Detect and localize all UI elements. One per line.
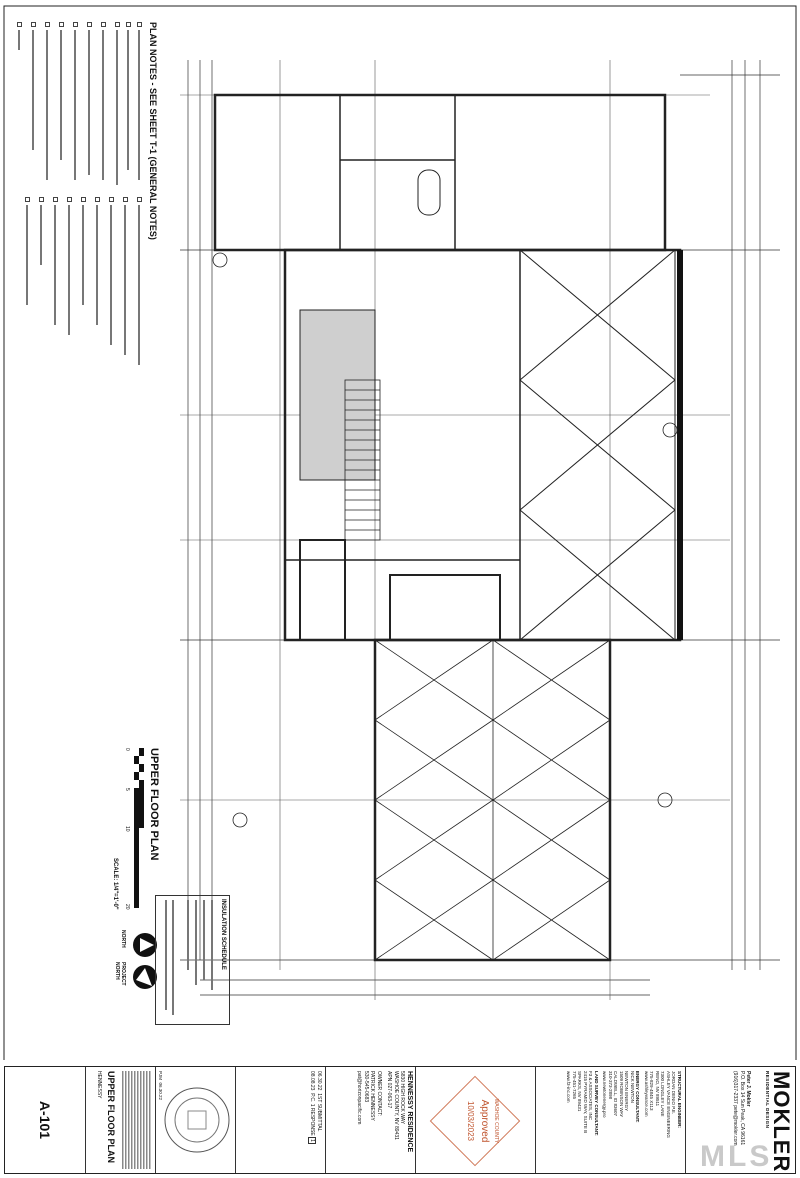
consultant-line: 775-829-4845 X113 [649, 1071, 655, 1111]
stairs [344, 379, 381, 541]
title-block: MOKLER RESIDENTIAL DESIGN Peter J. Mokle… [4, 1066, 796, 1174]
project-section: HENNESSY RESIDENCE 5830 HIGH ROCK WAY WA… [325, 1067, 415, 1173]
scale-tick-0: 0 [124, 748, 130, 751]
graphic-scale-bar [134, 748, 144, 908]
scale-tick-20: 20 [124, 904, 130, 910]
drawing-title-block: UPPER FLOOR PLAN 0 5 10 20 SCALE: 1/4"=1… [80, 748, 160, 989]
revisions-table: 06.30.22 1ST SUBMITTAL 08.08.23 P.C. 1 R… [235, 1067, 325, 1173]
bedroom-wing [213, 93, 667, 252]
owner-name: PATRICK HENNESSY [369, 1071, 376, 1121]
north-label: NORTH [120, 930, 126, 948]
project-north-arrow-icon [133, 965, 157, 989]
stamp-agency: WASHOE COUNTY [493, 1098, 499, 1144]
consultant-role: ENERGY CONSULTANT: [635, 1071, 641, 1123]
dimension-lines [180, 60, 780, 996]
insulation-schedule-title: INSULATION SCHEDULE [220, 899, 226, 970]
owner-email: pat@horizonpacific.com [356, 1071, 363, 1125]
approval-stamp: WASHOE COUNTY Approved 10/03/2023 [415, 1067, 535, 1173]
mls-watermark: MLS [700, 1140, 773, 1173]
sheet-date: 06.30.22 [158, 1082, 163, 1101]
project-north-label: PROJECT NORTH [114, 962, 126, 986]
consultant-line: F3 & ASSOCIATES, INC [588, 1071, 594, 1121]
revision-row: 06.30.22 1ST SUBMITTAL [316, 1071, 322, 1169]
revision-desc: P.C. 1 RESPONSE [309, 1093, 316, 1136]
project-city: WASHOE COUNTY, NV 89431 [393, 1071, 399, 1140]
consultant-line: www.f3-inc.com [566, 1071, 572, 1103]
consultant-line: www.ashleyvance.com [644, 1071, 649, 1117]
architect-seal-icon [164, 1087, 230, 1153]
entry-wing [299, 539, 501, 641]
seal-section: PJM 06.30.22 [155, 1067, 235, 1173]
consultant-line: www.newtonenergy.pro [602, 1071, 608, 1118]
consultant-line: 310-373-2898 [608, 1071, 613, 1100]
stamp-status: Approved [479, 1099, 490, 1143]
deck [519, 249, 683, 641]
owner-label: OWNER CONTACT: [376, 1071, 382, 1117]
open-to-below [299, 309, 376, 481]
garage [373, 638, 612, 962]
scale-tick-10: 10 [124, 826, 130, 832]
consultants-section: STRUCTURAL ENGINEER: JORDAN DENIO P.E. A… [535, 1067, 685, 1173]
sheet-border [3, 5, 797, 1060]
insulation-schedule: INSULATION SCHEDULE [155, 895, 230, 1025]
floor-plan [3, 5, 797, 1060]
consultant-line: 2415 PYRAMID WAY, SUITE B [583, 1071, 588, 1134]
sheet-number: A-101 [37, 1100, 54, 1140]
consultant-line: RENO, NV 89511 [655, 1071, 660, 1107]
consultant-line: CALDWELL, ID 83607 [613, 1071, 619, 1117]
drawing-scale: SCALE: 1/4"=1'-0" [112, 858, 118, 910]
consultant-line: NEWTON ENERGY [624, 1071, 630, 1112]
revision-date: 06.30.22 [316, 1071, 322, 1091]
plan-notes-title: PLAN NOTES - SEE SHEET T-1 (GENERAL NOTE… [148, 22, 158, 240]
consultant-line: 775-451-7265 [572, 1071, 577, 1100]
sheet-title-section: UPPER FLOOR PLAN HENNESSY [85, 1067, 155, 1173]
revision-row: 08.08.23 P.C. 1 RESPONSE 1 [308, 1071, 317, 1169]
project-short-name: HENNESSY [96, 1071, 102, 1099]
firm-logo: MOKLER [769, 1071, 794, 1173]
project-name: HENNESSY RESIDENCE [406, 1071, 413, 1153]
plan-notes: PLAN NOTES - SEE SHEET T-1 (GENERAL NOTE… [8, 22, 158, 372]
revision-desc: 1ST SUBMITTAL [316, 1093, 322, 1132]
project-address: 5830 HIGH ROCK WAY [399, 1071, 406, 1125]
scale-tick-5: 5 [124, 788, 130, 791]
consultant-line: 1509 ROBINSON WAY [619, 1071, 624, 1118]
consultant-line: ASHLEY VANCE ENGINEERING [666, 1071, 671, 1138]
stamp-date: 10/03/2023 [466, 1100, 475, 1142]
sheet-title: UPPER FLOOR PLAN [106, 1071, 116, 1164]
revision-delta-mark: 1 [308, 1137, 317, 1144]
revision-date: 08.08.23 [309, 1071, 316, 1091]
drawn-by: PJM [158, 1071, 163, 1080]
consultant-role: LAND SURVEY CONSULTANT: [594, 1071, 599, 1136]
section-markers [212, 252, 678, 828]
consultant-role: STRUCTURAL ENGINEER: [677, 1071, 682, 1128]
sheet-number-section: A-101 [5, 1067, 85, 1173]
north-arrow-icon [133, 933, 157, 957]
